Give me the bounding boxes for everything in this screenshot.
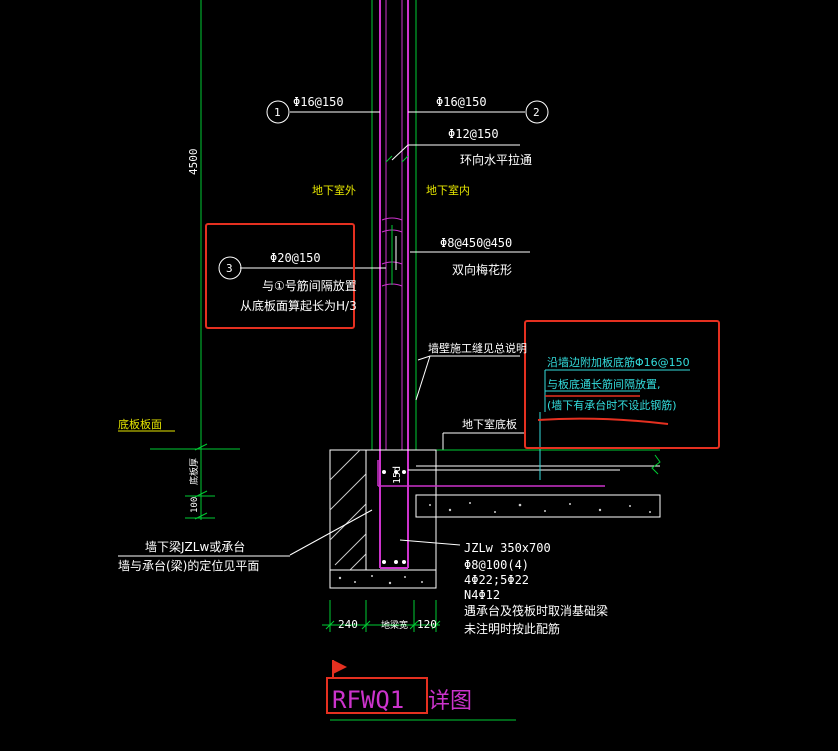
circle-marker-3: 3 xyxy=(226,262,233,275)
stirrup-note: 双向梅花形 xyxy=(452,262,512,277)
extra-bar-note-1: 与①号筋间隔放置 xyxy=(262,278,357,293)
circle-marker-1: 1 xyxy=(274,106,281,119)
beam-note-2: 墙与承台(梁)的定位见平面 xyxy=(118,558,259,573)
wall-height-dimension: 4500 xyxy=(187,149,200,176)
circle-marker-2: 2 xyxy=(533,106,540,119)
detail-title-code: RFWQ1 xyxy=(332,686,404,714)
cyan-note-2: 与板底通长筋间隔放置, xyxy=(547,377,661,391)
beam-spec-5: 遇承台及筏板时取消基础梁 xyxy=(464,603,608,618)
width-left-dimension: 240 xyxy=(338,618,358,631)
width-right-dimension: 120 xyxy=(417,618,437,631)
width-mid-dimension: 地梁宽 xyxy=(381,619,408,631)
horizontal-tie-label: Φ12@150 xyxy=(448,127,499,141)
beam-spec-3: 4Φ22;5Φ22 xyxy=(464,573,529,587)
basement-slab-label: 地下室底板 xyxy=(462,417,517,431)
beam-spec-4: N4Φ12 xyxy=(464,588,500,602)
beam-note-1: 墙下梁JZLw或承台 xyxy=(145,539,245,554)
cyan-note-3: (墙下有承台时不设此钢筋) xyxy=(547,398,677,412)
beam-spec-1: JZLw 350x700 xyxy=(464,541,551,555)
beam-spec-6: 未注明时按此配筋 xyxy=(464,621,560,636)
zone-outside-label: 地下室外 xyxy=(312,183,356,197)
extra-bar-note-2: 从底板面算起长为H/3 xyxy=(240,298,357,313)
zone-inside-label: 地下室内 xyxy=(426,183,470,197)
bar-right-label: Φ16@150 xyxy=(436,95,487,109)
extra-bar-label: Φ20@150 xyxy=(270,251,321,265)
horizontal-tie-note: 环向水平拉通 xyxy=(460,152,532,167)
slab-thickness-dimension: 底板厚 xyxy=(188,458,200,485)
bar-left-label: Φ16@150 xyxy=(293,95,344,109)
beam-spec-2: Φ8@100(4) xyxy=(464,558,529,572)
wall-construction-note: 墙壁施工缝见总说明 xyxy=(428,341,527,355)
slab-extra-dimension: 100 xyxy=(190,497,200,513)
stirrup-label: Φ8@450@450 xyxy=(440,236,512,250)
anchor-length-label: 15d xyxy=(392,466,403,484)
detail-title-suffix: 详图 xyxy=(428,689,472,714)
cyan-note-1: 沿墙边附加板底筋Φ16@150 xyxy=(547,355,690,369)
slab-top-label: 底板板面 xyxy=(118,417,162,431)
